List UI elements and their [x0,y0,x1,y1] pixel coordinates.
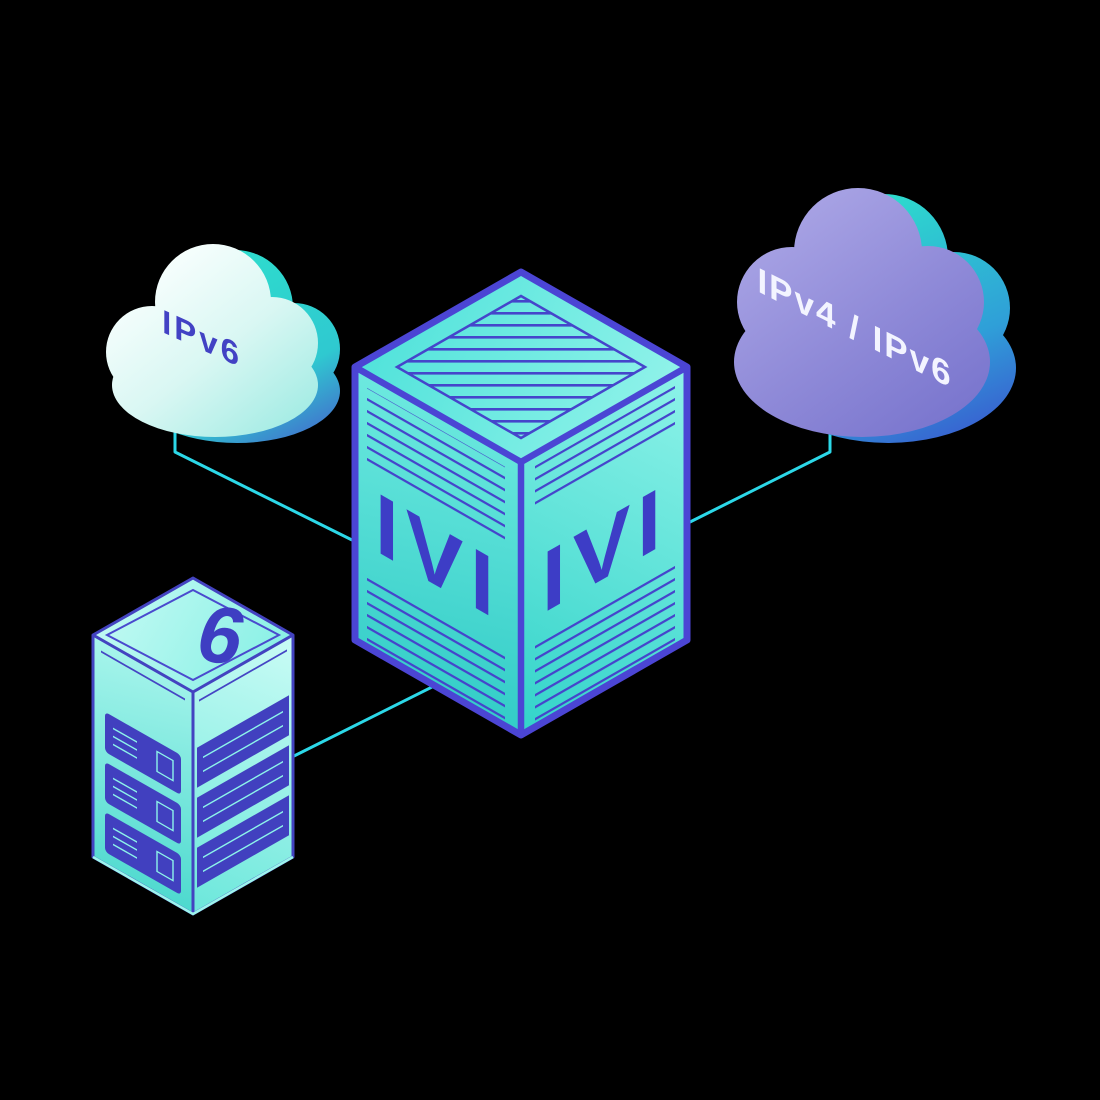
server-rack-band [197,795,289,888]
ipv6-server-node: 6 [91,576,295,916]
ipv6-cloud-node: IPv6 [106,244,340,443]
dual-stack-cloud-node: IPv4 / IPv6 [734,188,1016,443]
server-rack-panel [105,813,181,894]
server-rack-panel [105,713,181,794]
server-rack-panel [105,763,181,844]
server-left-face-details [101,650,185,894]
ipv6-cloud-body [106,244,318,437]
server-rack-band [197,745,289,838]
ivi-translator-node: IVI IVI [351,268,691,739]
server-right-face-details [197,649,289,888]
dual-cloud-body [734,188,990,437]
server-rack-band [197,695,289,788]
translator-left-face-details: IVI [367,387,505,721]
connector-dual-cloud-to-translator [687,418,832,525]
translator-top-stripes [394,294,648,440]
